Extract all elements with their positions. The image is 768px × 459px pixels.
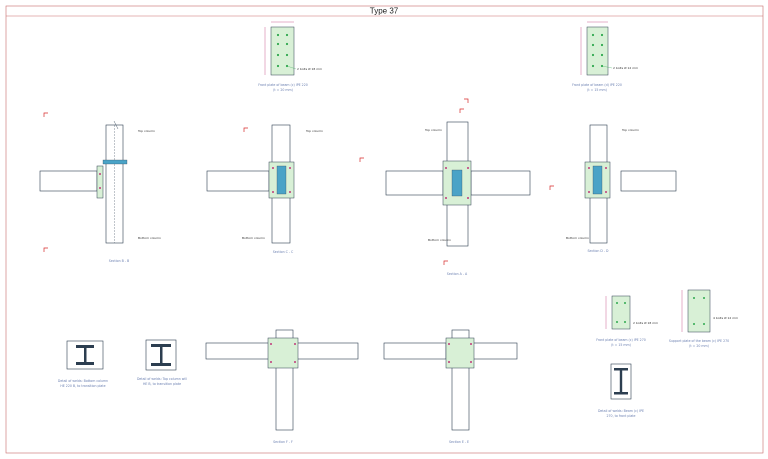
caption-detail-top-1: Detail of welds: Top column will — [137, 377, 187, 381]
caption-support-plate: Support plate of the beam (c) IPE 270 — [669, 339, 729, 343]
caption-front-plate-2: Front plate of beam (d) IPE 220 — [572, 83, 622, 87]
caption-support-plate-t: (t = 20 mm) — [689, 344, 709, 348]
front-plate-view-2: 2 bolts Ø 12 mm Front plate of beam (d) … — [572, 21, 638, 92]
sheet-frame — [5, 5, 764, 454]
support-plate-view: 4 bolts Ø 12 mm Support plate of the bea… — [669, 289, 738, 348]
caption-front-plate-2-t: (t = 15 mm) — [587, 88, 607, 92]
caption-front-plate-3: Front plate of beam (c) IPE 270 — [596, 338, 646, 342]
detail-top-column-view: Detail of welds: Top column will HE B, t… — [137, 339, 187, 386]
bottom-column-label-d: Bottom column — [566, 236, 589, 240]
caption-detail-bottom-1: Detail of welds: Bottom column — [58, 379, 108, 383]
caption-detail-beam-2: 270, to front plate — [607, 414, 636, 418]
top-column-label-a: Top column — [424, 128, 442, 132]
caption-detail-beam-1: Detail of welds: Beam (c) IPE — [598, 409, 644, 413]
bottom-column-label-c: Bottom column — [242, 236, 265, 240]
caption-section-b: Section B - B — [109, 259, 129, 263]
detail-bottom-column-view: Detail of welds: Bottom column HE 220 B,… — [58, 340, 108, 388]
caption-section-a: Section A - A — [447, 272, 468, 276]
front-plate-view-1: 2 bolts Ø 18 mm Front plate of beam (c) … — [258, 21, 322, 92]
section-e-view: Section E - E — [383, 329, 518, 444]
caption-detail-top-2: HE B, to transition plate — [143, 382, 181, 386]
sheet-title: Type 37 — [370, 7, 399, 16]
caption-section-d: Section D - D — [588, 249, 609, 253]
caption-section-c: Section C - C — [273, 250, 294, 254]
section-c-view: Top column Bottom column Section C - C — [206, 124, 323, 254]
caption-detail-bottom-2: HE 220 B, to transition plate — [60, 384, 105, 388]
top-column-label-c: Top column — [305, 129, 323, 133]
section-a-view: Top column Bottom column Section A - A — [359, 98, 531, 276]
top-column-label-d: Top column — [621, 128, 639, 132]
bolts-label-2: 2 bolts Ø 12 mm — [613, 65, 638, 70]
caption-section-f: Section F - F — [273, 440, 293, 444]
detail-beam-view: Detail of welds: Beam (c) IPE 270, to fr… — [598, 363, 644, 418]
caption-front-plate-3-t: (t = 15 mm) — [611, 343, 631, 347]
bottom-column-label-a: Bottom column — [428, 238, 451, 242]
front-plate-view-3: 2 bolts Ø 18 mm Front plate of beam (c) … — [596, 295, 658, 347]
bolts-label-4: 4 bolts Ø 12 mm — [713, 315, 738, 320]
caption-front-plate-1: Front plate of beam (c) IPE 220 — [258, 83, 308, 87]
caption-front-plate-1-t: (t = 20 mm) — [273, 88, 293, 92]
top-column-label-b: Top column — [137, 129, 155, 133]
bottom-column-label-b: Bottom column — [138, 236, 161, 240]
section-d-view: Top column Bottom column Section D - D — [549, 124, 677, 253]
section-f-view: Section F - F — [205, 329, 359, 444]
section-b-view: Top column Bottom column Section B - B — [39, 112, 161, 263]
caption-section-e: Section E - E — [449, 440, 469, 444]
bolts-label-1: 2 bolts Ø 18 mm — [297, 66, 322, 71]
bolts-label-3: 2 bolts Ø 18 mm — [633, 320, 658, 325]
